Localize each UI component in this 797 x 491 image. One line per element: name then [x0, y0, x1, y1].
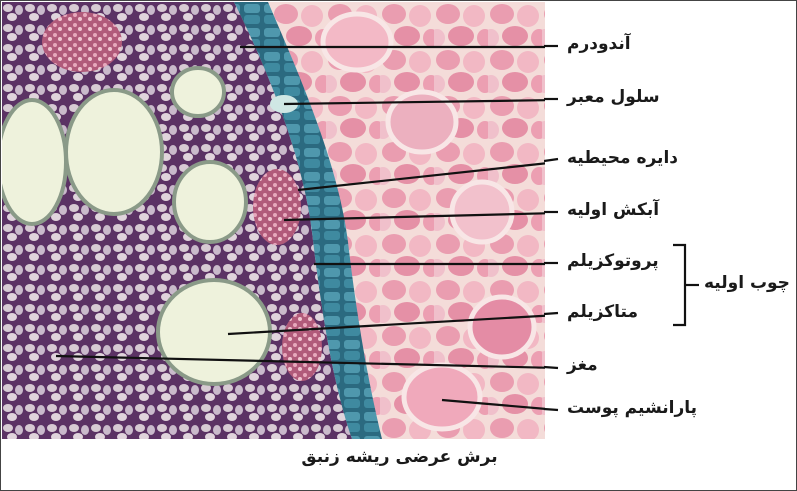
xylem-bracket	[671, 243, 701, 327]
label-protoxylem: پروتوکزیلم	[567, 251, 659, 271]
label-primary-xylem: چوب اولیه	[704, 273, 790, 293]
cortex-cell	[323, 14, 391, 70]
label-passage-cell: سلول معبر	[567, 87, 660, 107]
phloem-patch	[253, 169, 301, 245]
label-pericycle: دایره محیطیه	[567, 148, 678, 168]
cortex-cell	[404, 365, 480, 429]
cortex-cell	[452, 182, 512, 242]
metaxylem-vessel	[66, 90, 162, 214]
leader-extension	[544, 1, 564, 438]
label-cortex-parenchyma: پارانشیم پوست	[567, 398, 697, 418]
label-primary-phloem: آبکش اولیه	[567, 200, 659, 220]
label-endodermis: آندودرم	[567, 34, 631, 54]
cortex-cell	[470, 297, 534, 357]
phloem-patch	[282, 313, 322, 381]
label-pith: مغز	[567, 355, 598, 375]
micrograph	[2, 2, 545, 439]
label-metaxylem: متاکزیلم	[567, 302, 638, 322]
figure-caption: برش عرضی ریشه زنبق	[1, 447, 797, 467]
phloem-patch	[42, 12, 122, 72]
metaxylem-vessel	[172, 68, 224, 116]
metaxylem-vessel	[174, 162, 246, 242]
metaxylem-vessel	[2, 100, 66, 224]
